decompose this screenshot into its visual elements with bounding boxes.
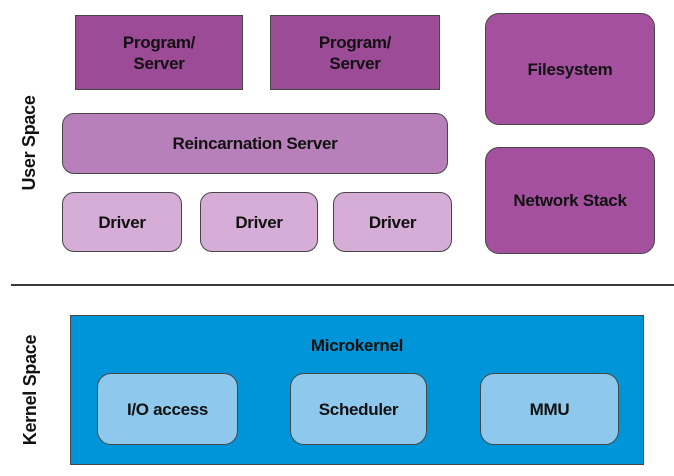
- reincarnation-server-box: Reincarnation Server: [62, 113, 448, 174]
- filesystem-box: Filesystem: [485, 13, 655, 125]
- io-access-box: I/O access: [97, 373, 238, 445]
- scheduler-box: Scheduler: [290, 373, 427, 445]
- program-server-box-1: Program/ Server: [75, 15, 243, 90]
- mmu-box: MMU: [480, 373, 619, 445]
- microkernel-title: Microkernel: [310, 336, 404, 355]
- space-divider-line: [11, 284, 674, 286]
- driver-box-1: Driver: [62, 192, 182, 252]
- user-space-axis-label: User Space: [18, 95, 39, 191]
- kernel-space-axis-label: Kernel Space: [19, 334, 40, 446]
- driver-box-3: Driver: [333, 192, 452, 252]
- program-server-box-2: Program/ Server: [270, 15, 440, 90]
- driver-box-2: Driver: [200, 192, 318, 252]
- network-stack-box: Network Stack: [485, 147, 655, 254]
